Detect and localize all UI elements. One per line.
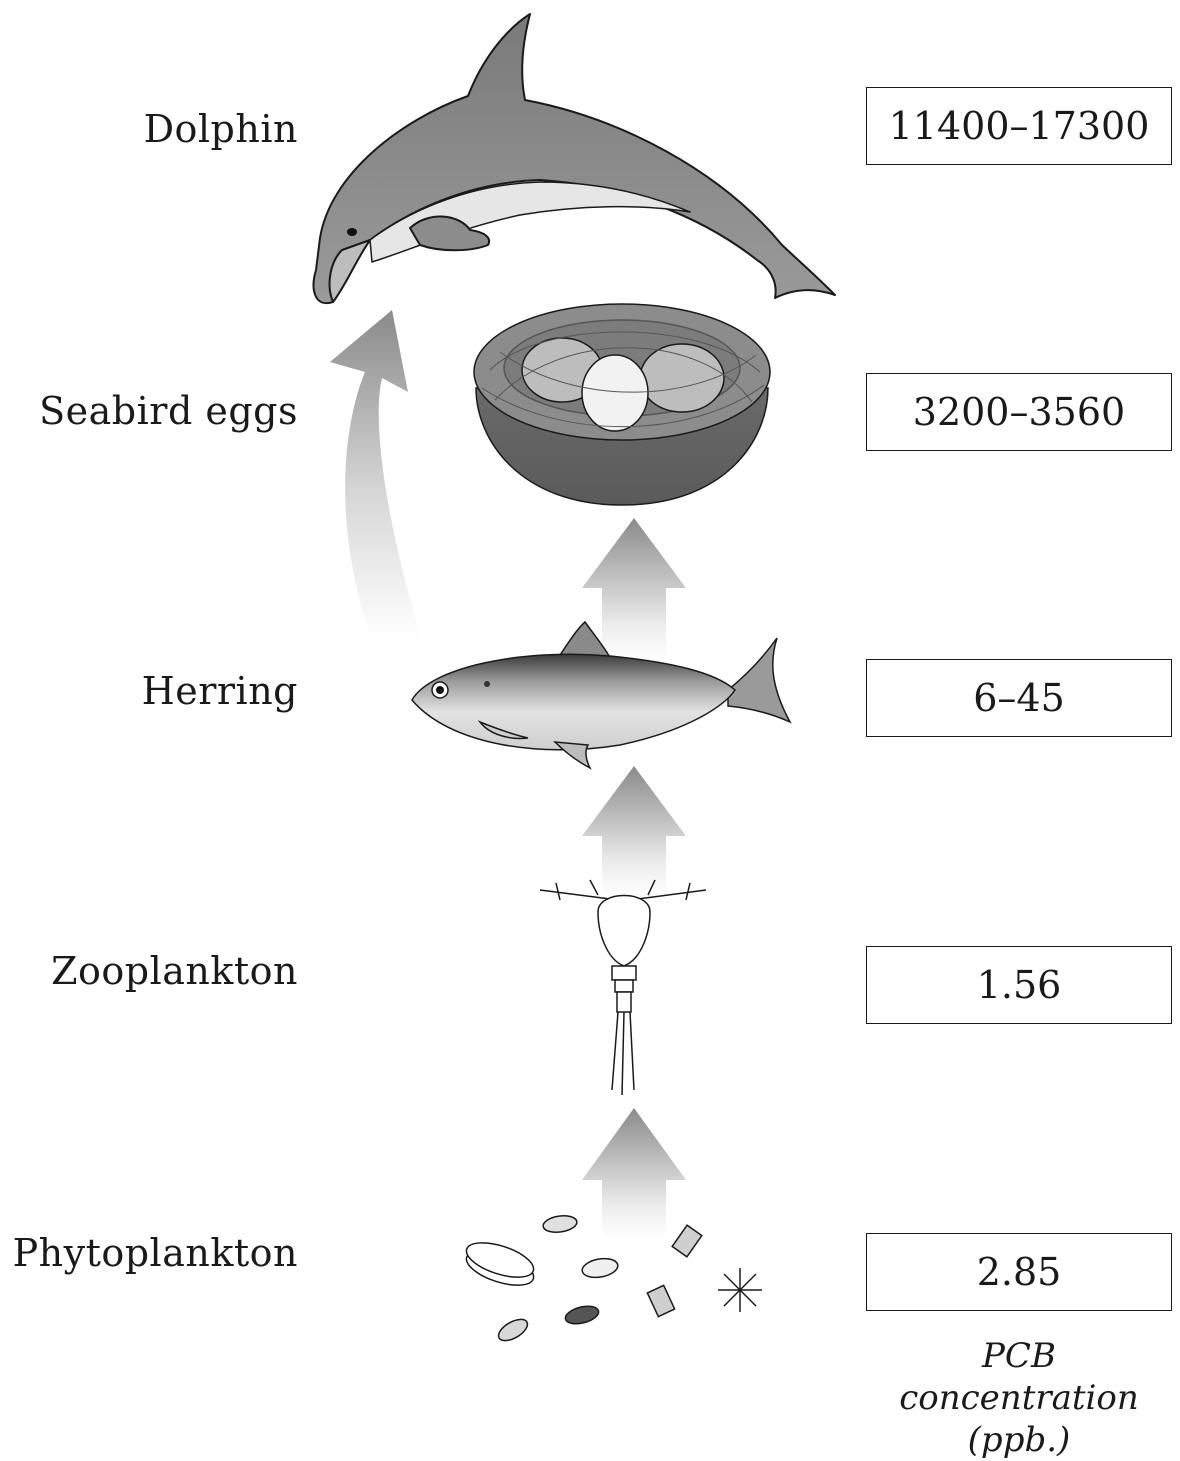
level-label-phytoplankton: Phytoplankton — [13, 1234, 298, 1272]
level-label-zooplankton: Zooplankton — [51, 952, 298, 990]
pcb-value-dolphin: 11400–17300 — [866, 87, 1172, 165]
herring-icon — [412, 622, 790, 768]
zooplankton-icon — [540, 880, 706, 1095]
arrow-zooplankton-to-herring — [582, 766, 686, 895]
caption-line-2: (ppb.) — [866, 1419, 1172, 1461]
pcb-value-seabird-eggs: 3200–3560 — [866, 373, 1172, 451]
nest-with-eggs-icon — [474, 304, 770, 505]
level-label-seabird-eggs: Seabird eggs — [39, 392, 298, 430]
pcb-value-herring: 6–45 — [866, 659, 1172, 737]
pcb-value-phytoplankton: 2.85 — [866, 1233, 1172, 1311]
pcb-concentration-caption: PCB concentration (ppb.) — [866, 1335, 1172, 1461]
level-label-dolphin: Dolphin — [144, 110, 298, 148]
arrow-phytoplankton-to-zooplankton — [582, 1108, 686, 1238]
level-label-herring: Herring — [142, 672, 298, 710]
caption-line-1: PCB concentration — [866, 1335, 1172, 1419]
pcb-value-zooplankton: 1.56 — [866, 946, 1172, 1024]
curved-arrow-herring-to-dolphin — [330, 310, 422, 640]
dolphin-icon — [314, 14, 835, 303]
